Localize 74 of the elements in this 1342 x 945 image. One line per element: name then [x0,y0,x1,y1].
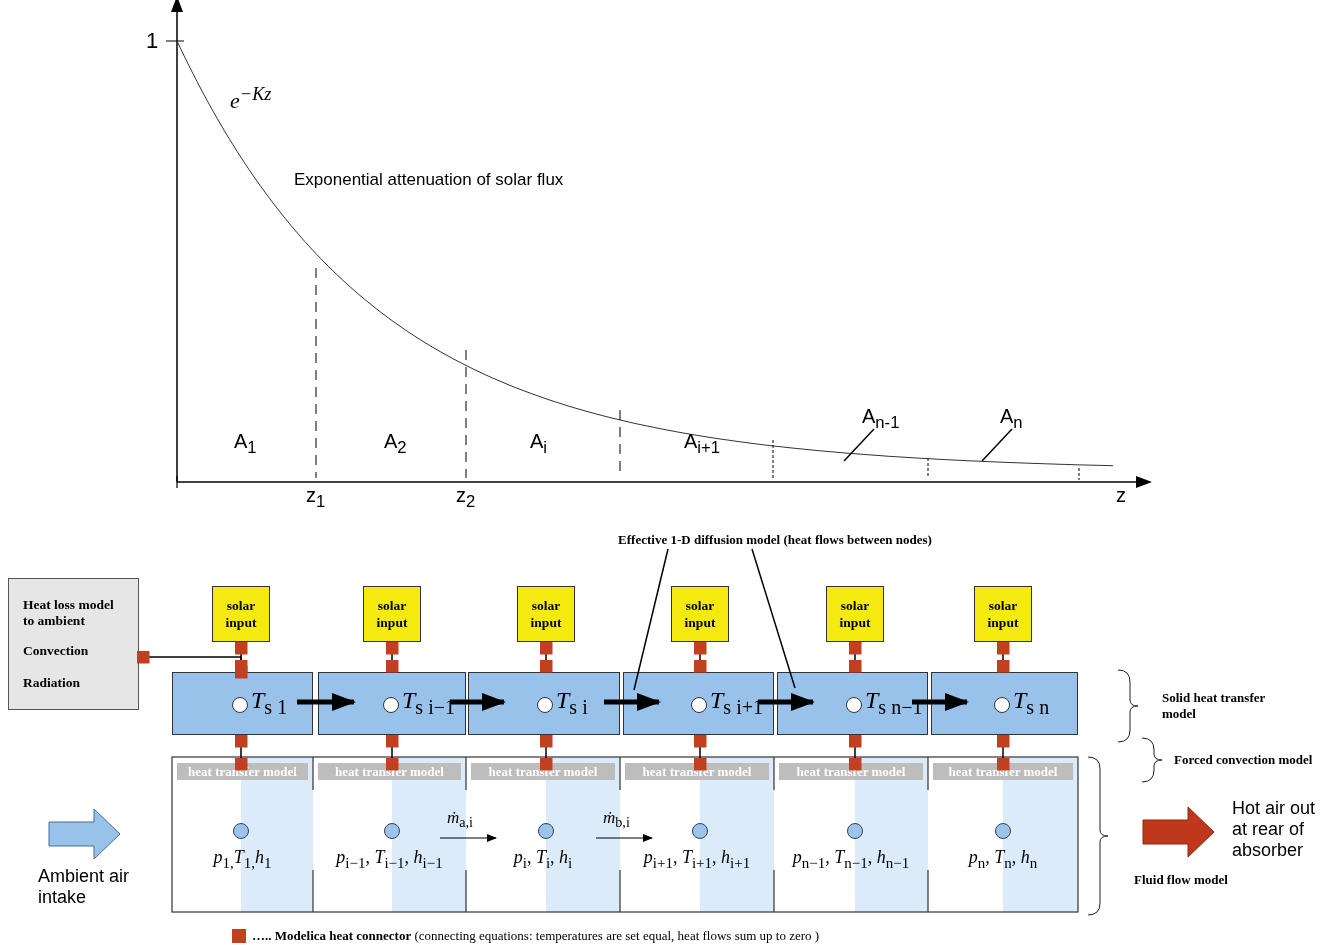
formula-label: e$^{−Kz}$ [230,84,272,115]
connector-line [539,734,553,771]
temperature-label: T$_{s 1}$ [251,687,288,719]
arrow [604,693,661,711]
annotation-text: Effective 1-D diffusion model (heat flows between nodes) [592,532,958,550]
model-label: Solid heat transfer model [1162,690,1267,722]
temperature-label: T$_{s n}$ [1013,687,1050,719]
chart-title: Exponential attenuation of solar flux [294,170,564,190]
axis-label: z [1116,484,1126,507]
item-text: Convection [23,643,90,659]
axis-tick-label: z$_{1}$ [306,484,326,512]
caption-text: Ambient air intake [38,866,131,908]
connector-line [693,734,707,771]
solid-node-box [318,672,466,735]
arrow [297,693,356,711]
model-band: heat transfer model [625,763,769,780]
region-label: A$_{n}$ [1000,405,1034,433]
model-box [8,578,139,710]
connector-line [234,641,248,673]
solid-node-box [468,672,620,735]
state-variables: p$_{1,}$T$_{1,}$h$_{1}$ [211,847,273,872]
solar-input-box: solar input [363,586,421,642]
state-variables: p$_{i+1}$, T$_{i+1}$, h$_{i+1}$ [642,847,752,872]
model-label: Fluid flow model [1134,872,1228,888]
solid-node-box [172,672,313,735]
model-band: heat transfer model [177,763,308,780]
solar-input-box: solar input [517,586,575,642]
model-band: heat transfer model [318,763,461,780]
leader-line [843,428,875,462]
connector-line [385,734,399,771]
state-variables: p$_{n−1}$, T$_{n−1}$, h$_{n−1}$ [791,847,911,872]
arrow [450,693,506,711]
region-label: A$_{i+1}$ [684,430,721,458]
connector-line [996,641,1010,673]
solar-input-box: solar input [212,586,270,642]
flow-rate-label: ṁ$_{a,i}$ [447,808,474,832]
box-heading: Heat loss model to ambient [23,597,115,629]
connector-line [539,641,553,673]
region-label: A$_{2}$ [384,430,407,458]
flow-rate-label: ṁ$_{b,i}$ [603,808,630,832]
model-band: heat transfer model [471,763,615,780]
solar-input-box: solar input [671,586,729,642]
item-text: Radiation [23,675,81,691]
leader-line [633,548,669,691]
state-variables: p$_{n}$, T$_{n}$, h$_{n}$ [967,847,1039,872]
model-band: heat transfer model [779,763,923,780]
region-label: A$_{1}$ [234,430,257,458]
leader-line [751,548,796,689]
model-band: heat transfer model [933,763,1073,780]
arrow [912,693,969,711]
leader-line [981,428,1013,462]
connector-line [693,641,707,673]
solid-node-box [777,672,928,735]
axis-tick-label: z$_{2}$ [456,484,476,512]
connector-line [848,641,862,673]
caption-text: Hot air out at rear of absorber [1232,798,1317,861]
connector-line [136,650,248,679]
connector-line [848,734,862,771]
temperature-label: T$_{s i}$ [556,687,588,719]
solar-input-box: solar input [826,586,884,642]
connector-line [996,734,1010,771]
connector-line [234,734,248,771]
solid-node-box [931,672,1078,735]
state-variables: p$_{i}$, T$_{i}$, h$_{i}$ [512,847,574,872]
region-label: A$_{i}$ [530,430,548,458]
connector-line [385,641,399,673]
model-label: Forced convection model [1174,752,1313,768]
state-variables: p$_{i−1}$, T$_{i−1}$, h$_{i−1}$ [334,847,444,872]
arrow [758,693,815,711]
legend-text: ….. Modelica heat connector (connecting equations: temperatures are set equal, heat flows sum up to zero ) [252,928,820,944]
region-label: A$_{n-1}$ [862,405,906,433]
axis-tick-label: 1 [146,28,159,54]
solid-node-box [623,672,774,735]
solar-input-box: solar input [974,586,1032,642]
